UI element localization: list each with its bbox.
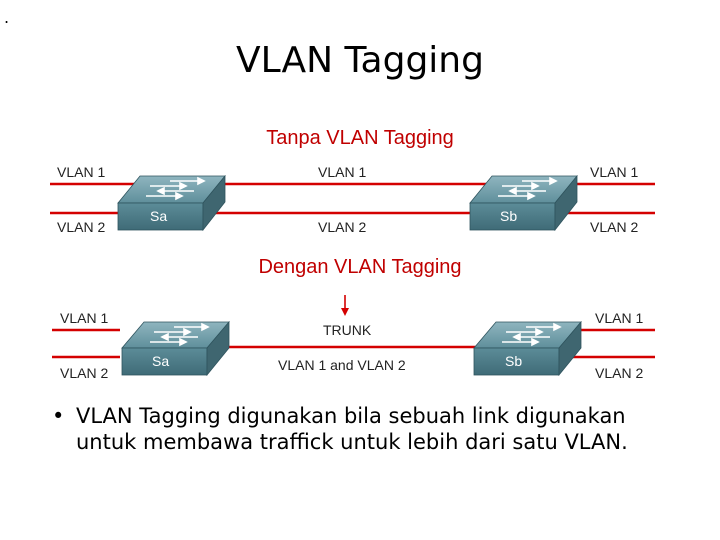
bullet-marker: • (52, 404, 65, 428)
bullet-text: VLAN Tagging digunakan bila sebuah link … (76, 404, 628, 454)
bottom-diagram-title: Dengan VLAN Tagging (258, 256, 462, 278)
top-diagram-title: Tanpa VLAN Tagging (266, 127, 454, 149)
vlan-diagram: Sa Sb VLAN 1 VLAN 2 VLAN 1 VLAN 2 VLAN 1… (50, 164, 655, 381)
trunk-vlans-label: VLAN 1 and VLAN 2 (278, 357, 406, 373)
switch-sa-bottom-label: Sa (152, 353, 169, 369)
switch-sa-bottom-icon (121, 320, 230, 377)
switch-sa-icon (117, 174, 226, 232)
bottom-right-vlan1-label: VLAN 1 (595, 310, 643, 326)
top-left-vlan2-label: VLAN 2 (57, 219, 105, 235)
switch-sa-label: Sa (150, 208, 167, 224)
corner-mark: . (4, 8, 10, 27)
top-mid-vlan1-label: VLAN 1 (318, 164, 366, 180)
top-diagram: Sa Sb VLAN 1 VLAN 2 VLAN 1 VLAN 2 VLAN 1… (50, 164, 655, 235)
top-left-vlan1-label: VLAN 1 (57, 164, 105, 180)
switch-sb-bottom-icon (473, 320, 582, 377)
bottom-right-vlan2-label: VLAN 2 (595, 365, 643, 381)
switch-sb-bottom-label: Sb (505, 353, 522, 369)
bottom-diagram: Sa Sb VLAN 1 VLAN 2 TRUNK VLAN 1 and VLA… (52, 295, 655, 381)
bottom-left-vlan1-label: VLAN 1 (60, 310, 108, 326)
top-right-vlan2-label: VLAN 2 (590, 219, 638, 235)
bottom-left-vlan2-label: VLAN 2 (60, 365, 108, 381)
top-right-vlan1-label: VLAN 1 (590, 164, 638, 180)
slide-title: VLAN Tagging (236, 40, 484, 81)
trunk-arrow-icon (341, 295, 349, 316)
switch-sb-icon (469, 174, 578, 232)
trunk-label: TRUNK (323, 322, 372, 338)
top-mid-vlan2-label: VLAN 2 (318, 219, 366, 235)
switch-sb-label: Sb (500, 208, 517, 224)
